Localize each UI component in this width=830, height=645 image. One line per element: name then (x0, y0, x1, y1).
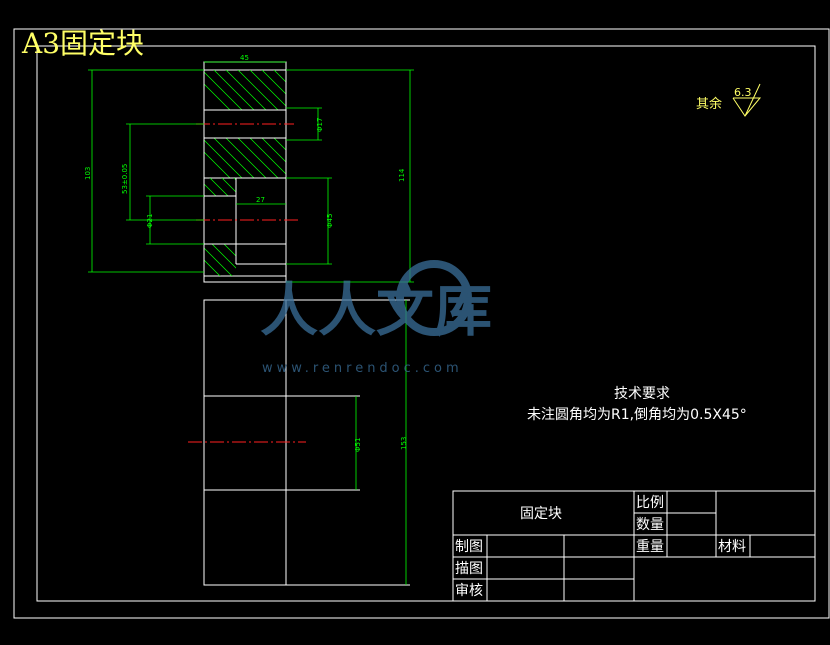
quantity-label: 数量 (636, 517, 664, 533)
dim-overall-height: 114 (398, 168, 406, 182)
watermark-url: www.renrendoc.com (262, 361, 463, 376)
roughness-prefix: 其余 (696, 96, 722, 112)
hatch-middle (203, 137, 287, 197)
scale-label: 比例 (636, 495, 664, 511)
roughness-symbol (732, 83, 762, 117)
material-label: 材料 (718, 539, 746, 555)
roughness-value: 6.3 (734, 86, 752, 99)
sheet-inner-border (36, 45, 816, 602)
surface-roughness-note: 其余 6.3 (696, 83, 762, 117)
title-block: 固定块 比例 数量 重量 材料 制图 描图 审核 (452, 490, 816, 602)
watermark: 人人文库 www.renrendoc.com (260, 260, 492, 376)
traced-by-label: 描图 (455, 561, 483, 577)
watermark-text: 人人文库 (260, 276, 492, 344)
technical-requirements: 技术要求 未注圆角均为R1,倒角均为0.5X45° (527, 386, 747, 423)
dim-top-width: 45 (240, 54, 249, 62)
tech-req-heading: 技术要求 (614, 386, 670, 402)
checked-by-label: 审核 (455, 583, 483, 599)
weight-label: 重量 (636, 539, 664, 555)
dim-side-height: 153 (400, 437, 408, 450)
sheet-outer-border (13, 28, 830, 619)
dim-left-inner-diameter: Φ21 (146, 214, 154, 228)
dim-small-hole-diameter: Φ17 (316, 118, 324, 132)
dim-left-outer-height: 103 (84, 167, 92, 180)
front-dimensions: 45 114 103 53±0.05 Φ17 27 Φ45 Φ21 (84, 54, 414, 283)
dim-side-inner-diameter: Φ51 (354, 438, 362, 452)
part-name: 固定块 (520, 506, 562, 522)
hatch-bottom (203, 243, 287, 277)
drawing-title: A3固定块 (21, 27, 144, 60)
side-view: Φ51 153 (188, 299, 410, 586)
front-section-view (196, 61, 300, 283)
drawn-by-label: 制图 (455, 539, 483, 555)
hatch-top (203, 69, 287, 111)
tech-req-line1: 未注圆角均为R1,倒角均为0.5X45° (527, 407, 747, 423)
dim-bore-depth: 27 (256, 196, 265, 204)
dim-shaft-position: 53±0.05 (121, 164, 129, 194)
dim-bore-diameter: Φ45 (326, 214, 334, 228)
